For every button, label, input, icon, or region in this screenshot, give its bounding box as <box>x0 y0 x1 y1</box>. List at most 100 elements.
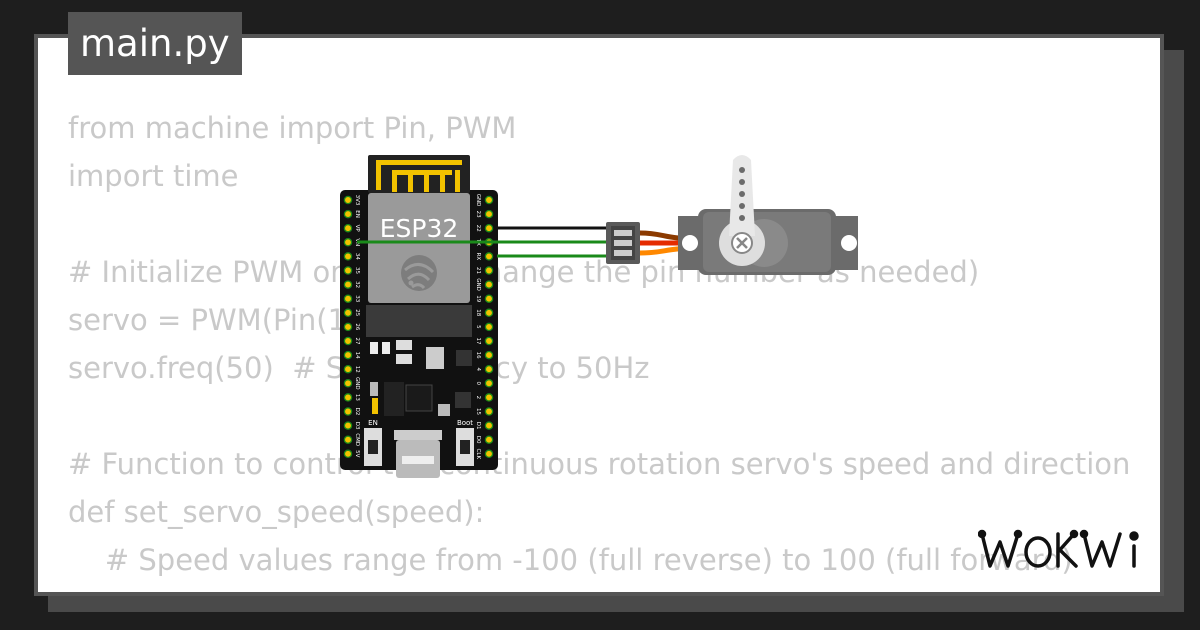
right-pin[interactable] <box>484 350 494 360</box>
left-pin-label: 26 <box>354 323 360 330</box>
left-pin[interactable] <box>343 238 353 247</box>
left-pin-header: 3V3ENVPVN343532332526271412GND13D2D3CMD5… <box>343 195 360 459</box>
boot-button[interactable] <box>456 428 474 466</box>
right-pin[interactable] <box>484 364 494 374</box>
esp32-module <box>368 193 470 303</box>
right-pin-label: 22 <box>475 225 481 232</box>
left-pin[interactable] <box>343 280 353 289</box>
right-pin[interactable] <box>484 308 494 318</box>
right-pin[interactable] <box>484 195 494 205</box>
left-pin-label: 34 <box>354 253 360 260</box>
en-button[interactable] <box>364 428 382 466</box>
board-components <box>370 340 472 416</box>
left-pin[interactable] <box>343 308 353 318</box>
left-pin[interactable] <box>343 407 353 416</box>
left-pin[interactable] <box>343 350 353 360</box>
left-pin[interactable] <box>343 252 353 261</box>
code-line: # Function to control the continuous rot… <box>68 447 1131 481</box>
left-pin-label: EN <box>354 210 360 218</box>
code-line: from machine import Pin, PWM <box>68 111 517 145</box>
chip-label: ESP32 <box>380 214 459 243</box>
right-pin[interactable] <box>484 294 494 303</box>
right-pin-label: 4 <box>475 367 481 371</box>
right-pin[interactable] <box>484 449 494 459</box>
right-pin-label: 15 <box>475 408 481 415</box>
servo-horn <box>729 155 755 236</box>
left-pin[interactable] <box>343 435 353 444</box>
left-pin[interactable] <box>343 449 353 459</box>
right-pin-label: 23 <box>475 211 481 218</box>
servo-body <box>678 209 858 275</box>
left-pin-label: 25 <box>354 309 360 316</box>
code-line: def set_servo_speed(speed): <box>68 495 485 529</box>
left-pin-label: 32 <box>354 281 360 288</box>
right-pin-label: D0 <box>475 436 481 444</box>
right-pin[interactable] <box>484 280 494 289</box>
esp32-board[interactable]: ESP32 EN <box>340 155 498 478</box>
wokwi-logo-icon <box>977 529 1139 568</box>
left-pin-label: 5V <box>354 450 360 457</box>
right-pin[interactable] <box>484 435 494 444</box>
left-pin[interactable] <box>343 364 353 374</box>
right-pin[interactable] <box>484 421 494 430</box>
antenna-trace <box>376 160 462 192</box>
right-pin-label: GND <box>475 194 481 207</box>
right-pin[interactable] <box>484 336 494 346</box>
left-pin-label: 27 <box>354 338 360 345</box>
left-pin-label: 14 <box>354 352 360 359</box>
left-pin-label: CMD <box>354 433 360 446</box>
left-pin[interactable] <box>343 209 353 219</box>
right-pin-label: 18 <box>475 309 481 316</box>
right-pin[interactable] <box>484 252 494 261</box>
left-pin[interactable] <box>343 379 353 388</box>
right-pin-label: 5 <box>475 325 481 329</box>
right-pin[interactable] <box>484 393 494 402</box>
right-pin[interactable] <box>484 209 494 219</box>
code-line: # Speed values range from -100 (full rev… <box>68 543 1073 577</box>
left-pin-label: VP <box>354 225 360 233</box>
right-pin-label: 19 <box>475 295 481 302</box>
right-pin-label: D1 <box>475 422 481 430</box>
left-pin-label: 12 <box>354 366 360 373</box>
servo-screw-icon <box>731 232 753 254</box>
right-pin-label: RX <box>475 253 481 261</box>
right-pin-label: GND <box>475 278 481 291</box>
left-pin-label: D2 <box>354 408 360 416</box>
left-pin-label: 33 <box>354 295 360 302</box>
left-pin[interactable] <box>343 336 353 346</box>
left-pin[interactable] <box>343 223 353 233</box>
right-pin-label: 16 <box>475 352 481 359</box>
right-pin-label: 17 <box>475 338 481 345</box>
left-pin[interactable] <box>343 393 353 402</box>
right-pin[interactable] <box>484 223 494 233</box>
wokwi-logo <box>977 526 1150 580</box>
right-pin[interactable] <box>484 266 494 275</box>
right-pin-label: CLK <box>475 449 481 460</box>
right-pin-label: 2 <box>475 396 481 400</box>
file-tab-label: main.py <box>80 22 230 65</box>
left-pin-label: 35 <box>354 267 360 274</box>
right-pin-label: 0 <box>475 382 481 386</box>
left-pin-label: GND <box>354 377 360 390</box>
file-tab[interactable]: main.py <box>68 12 242 75</box>
left-pin[interactable] <box>343 421 353 430</box>
left-pin[interactable] <box>343 195 353 205</box>
left-pin-label: 13 <box>354 394 360 401</box>
servo-motor[interactable] <box>606 155 858 275</box>
right-pin[interactable] <box>484 379 494 388</box>
left-pin[interactable] <box>343 266 353 275</box>
left-pin[interactable] <box>343 322 353 332</box>
usb-port <box>394 430 442 478</box>
espressif-logo-icon <box>401 255 437 291</box>
left-pin-label: 3V3 <box>354 195 360 206</box>
left-pin-label: D3 <box>354 422 360 430</box>
code-line: if speed > 0: <box>68 584 1130 592</box>
boot-button-label: Boot <box>457 419 473 427</box>
left-pin[interactable] <box>343 294 353 303</box>
right-pin[interactable] <box>484 322 494 332</box>
right-pin-label: 21 <box>475 267 481 274</box>
right-pin[interactable] <box>484 407 494 416</box>
